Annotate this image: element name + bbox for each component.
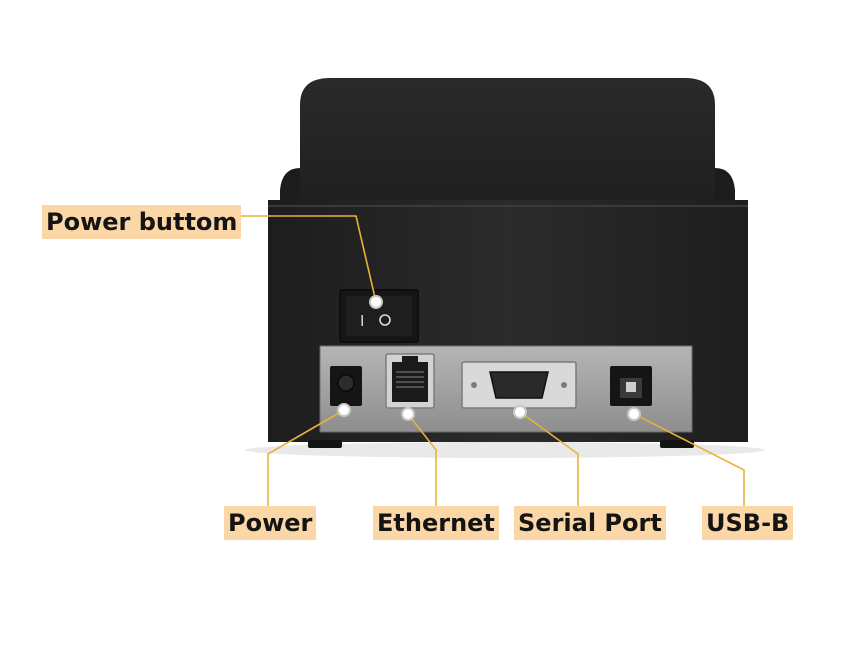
leader-lines <box>240 215 745 510</box>
label-usb-b: USB-B <box>702 506 794 540</box>
serial-connector <box>489 371 549 399</box>
marker-power <box>337 403 351 417</box>
marker-dots <box>337 295 641 421</box>
leader-line-serial-port <box>519 411 579 510</box>
leader-line-ethernet <box>407 413 437 510</box>
ethernet-pins <box>396 371 424 388</box>
printer-foot-right <box>660 440 694 448</box>
leader-line-usb-b <box>633 413 745 510</box>
printer-foot-left <box>308 440 342 448</box>
label-serial-port: Serial Port <box>514 506 666 540</box>
marker-serial-port <box>513 405 527 419</box>
marker-ethernet <box>401 407 415 421</box>
floor-shadow <box>245 442 765 458</box>
switch-on-symbol: I <box>360 312 364 330</box>
leader-line-power <box>267 409 345 510</box>
lid-hinge-right <box>715 168 735 208</box>
serial-screw-right <box>561 382 567 388</box>
label-power-button: Power buttom <box>42 205 242 239</box>
marker-power-button <box>369 295 383 309</box>
leader-line-power-button <box>240 215 377 303</box>
label-power: Power <box>224 506 317 540</box>
power-switch-rocker <box>346 296 412 336</box>
power-jack-hole <box>337 374 355 392</box>
serial-screw-left <box>471 382 477 388</box>
label-ethernet: Ethernet <box>373 506 499 540</box>
marker-usb-b <box>627 407 641 421</box>
switch-off-symbol <box>379 314 391 326</box>
lid-hinge-left <box>280 168 300 208</box>
printer-lid <box>300 78 715 208</box>
